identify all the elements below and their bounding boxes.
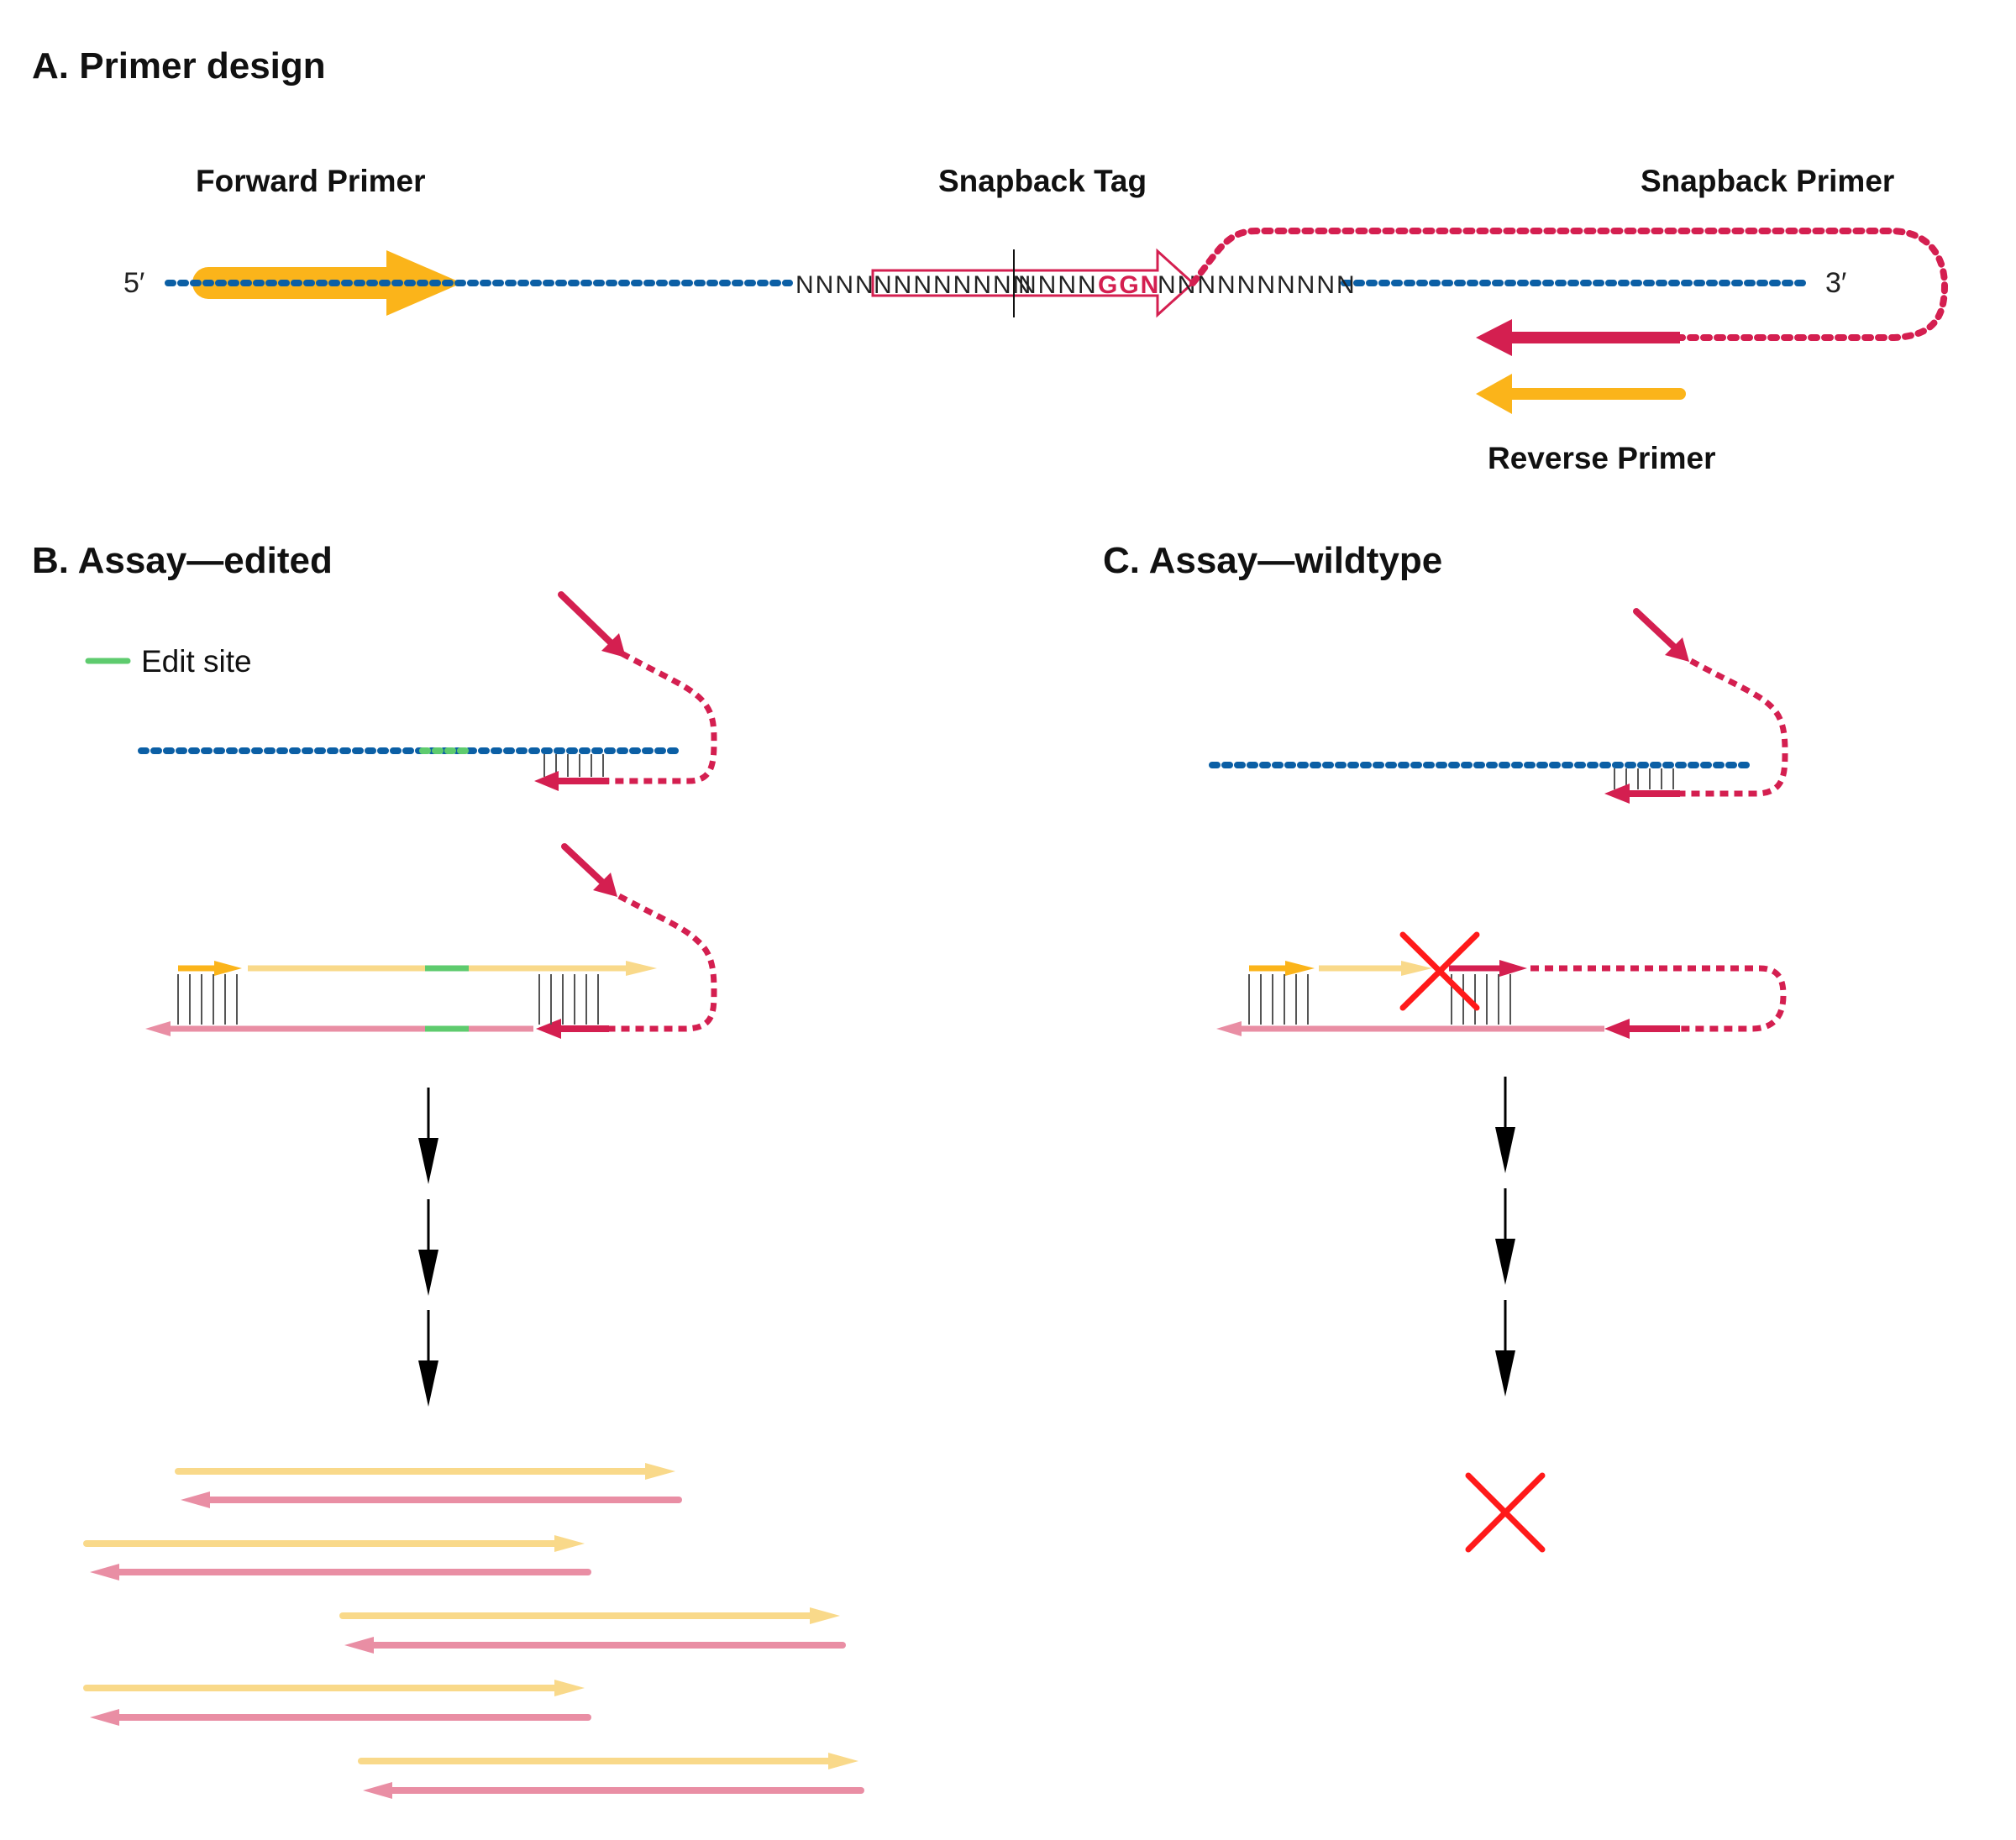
down-arrow-icon	[418, 1310, 438, 1407]
forward-primer-label: Forward Primer	[196, 164, 425, 198]
down-arrow-icon	[1495, 1300, 1515, 1397]
seq-left: NNNN	[795, 271, 875, 299]
panel-b: B. Assay—edited Edit site	[32, 540, 864, 1799]
seq-box-left: NNNNNNNN	[874, 271, 1032, 299]
down-arrow-icon	[1495, 1077, 1515, 1173]
three-prime-label: 3′	[1825, 267, 1846, 299]
product-pair	[83, 1680, 591, 1726]
snapback-primer-label: Snapback Primer	[1641, 164, 1894, 198]
panel-a: A. Primer design Forward Primer Snapback…	[32, 45, 1949, 475]
x-cross-icon	[1465, 1472, 1546, 1553]
snapback-tag-label: Snapback Tag	[938, 164, 1147, 198]
snapback-primer-arrow	[1476, 319, 1680, 356]
panel-c: C. Assay—wildtype	[1103, 540, 1788, 1553]
snapback-primer-loop	[1189, 228, 1949, 341]
panel-b-title: B. Assay—edited	[32, 540, 333, 581]
snapback-tag-box	[871, 248, 1195, 318]
down-arrow-icon	[1495, 1188, 1515, 1285]
reverse-primer-arrow	[1476, 374, 1686, 414]
wildtype-step-2	[1216, 931, 1787, 1039]
x-cross-icon	[1399, 931, 1480, 1011]
product-pair	[83, 1535, 591, 1581]
seq-box-right: NNNN	[1018, 271, 1098, 299]
panel-c-title: C. Assay—wildtype	[1103, 540, 1442, 581]
reverse-primer-label: Reverse Primer	[1488, 441, 1716, 475]
amplified-products	[83, 1463, 864, 1799]
five-prime-label: 5′	[123, 267, 144, 299]
product-pair	[358, 1753, 864, 1799]
product-pair	[175, 1463, 682, 1508]
edited-step-1	[138, 591, 717, 791]
panel-a-title: A. Primer design	[32, 45, 326, 86]
down-arrow-icon	[418, 1088, 438, 1184]
wildtype-step-1	[1209, 608, 1788, 804]
edited-step-2	[145, 843, 717, 1039]
down-arrow-icon	[418, 1199, 438, 1296]
product-pair	[339, 1607, 846, 1654]
seq-ggn: GGN	[1098, 271, 1160, 299]
seq-right: NNNNNNNNNN	[1158, 271, 1357, 299]
edit-site-legend-label: Edit site	[141, 644, 252, 679]
